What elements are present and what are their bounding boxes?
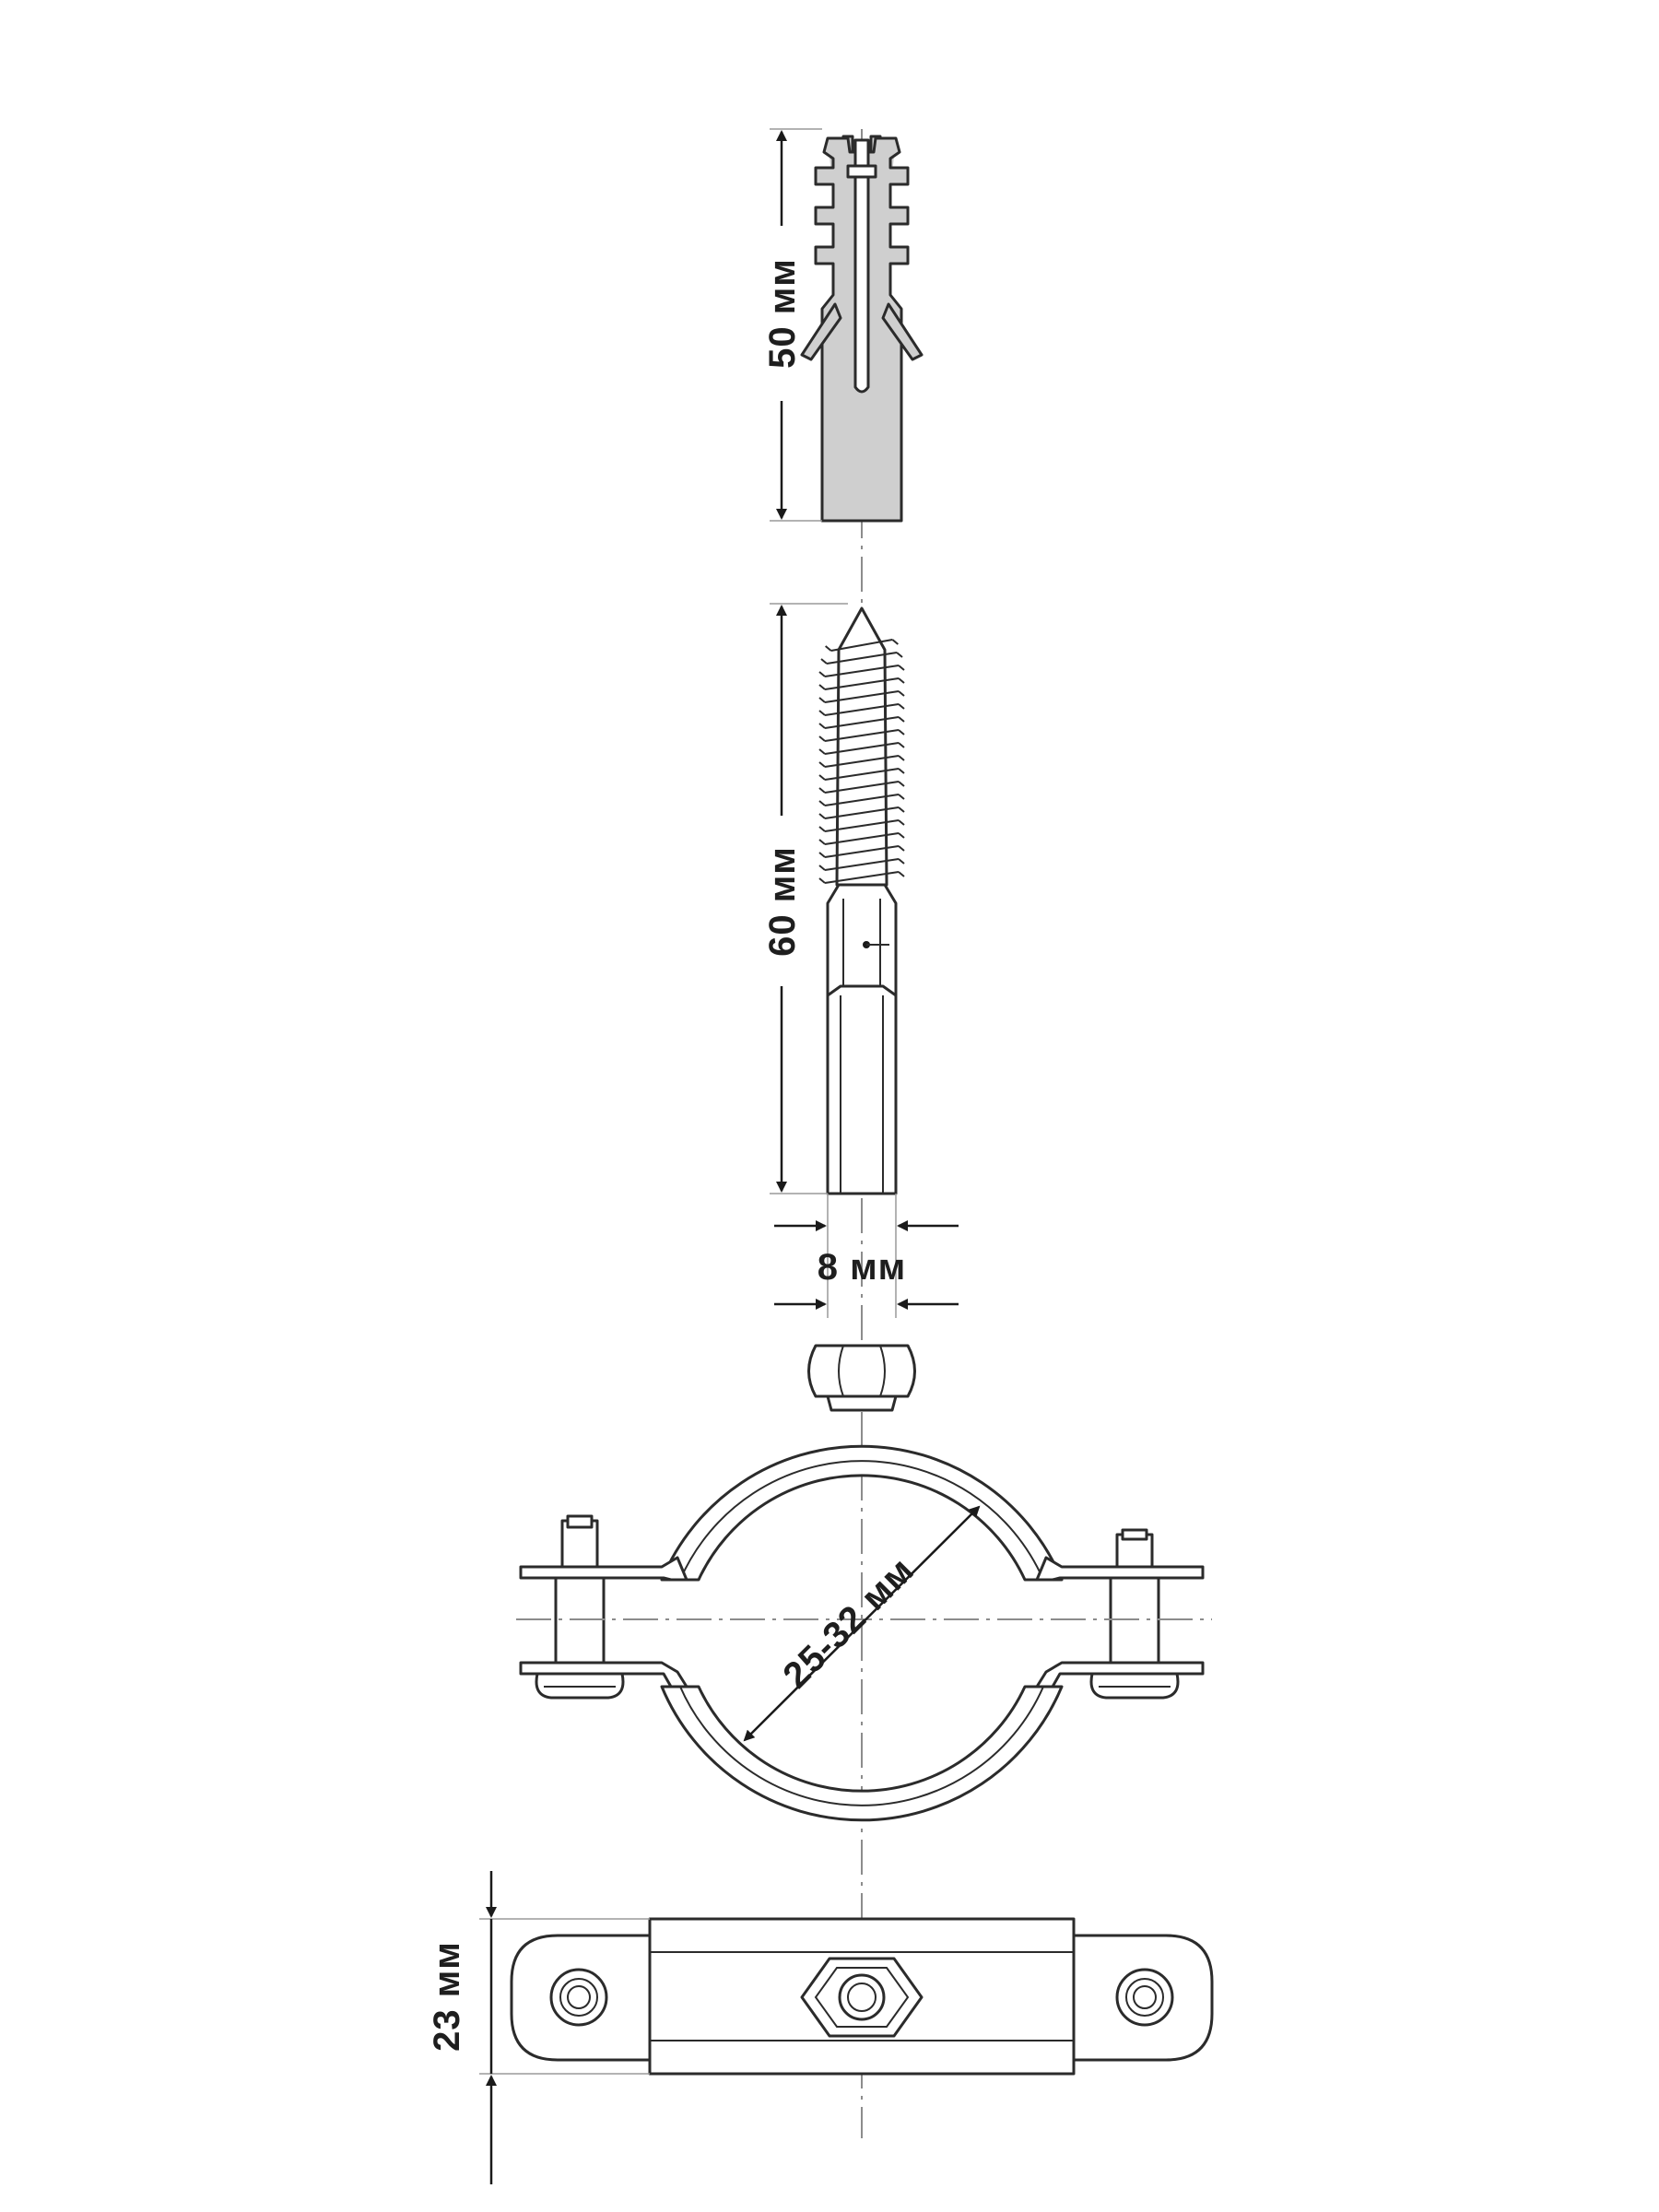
clamp-nut <box>807 1344 916 1412</box>
thread-ridge <box>826 652 898 665</box>
thread-ridge <box>824 665 900 677</box>
thread-edge <box>818 845 905 858</box>
thread-edge <box>818 742 905 755</box>
pipe-clamp-top: 23 мм <box>427 1871 1214 2184</box>
thread-ridge <box>824 819 900 832</box>
thread-ridge <box>824 677 900 690</box>
thread-edge <box>818 871 905 884</box>
thread-edge <box>818 832 905 845</box>
clamp-hole-left <box>549 1968 608 2027</box>
thread-edge <box>818 768 905 781</box>
thread-ridge <box>824 871 900 884</box>
pipe-clamp-front: 25-32 мм <box>516 1344 1212 1822</box>
thread-ridge <box>824 729 900 742</box>
thread-edge <box>818 677 905 690</box>
thread-edge <box>818 703 905 716</box>
clamp-screw-right <box>1089 1528 1180 1700</box>
thread-ridge <box>824 781 900 794</box>
thread-edge <box>818 716 905 729</box>
thread-edge <box>818 729 905 742</box>
thread-ridge <box>824 858 900 871</box>
thread-ridge <box>824 690 900 703</box>
thread-ridge <box>824 755 900 768</box>
thread-edge <box>818 665 905 677</box>
thread-ridge <box>824 768 900 781</box>
thread-edge <box>818 755 905 768</box>
thread-ridge <box>824 742 900 755</box>
clamp-range-dimension <box>743 1505 981 1742</box>
thread-edge <box>818 819 905 832</box>
thread-edge <box>818 858 905 871</box>
thread-ridge <box>830 639 893 652</box>
thread-ridge <box>824 832 900 845</box>
thread-ridge <box>824 806 900 819</box>
anchor-plug: 50 мм <box>762 128 924 523</box>
thread-ridge <box>824 845 900 858</box>
thread-edge <box>818 806 905 819</box>
bolt-diameter-label: 8 мм <box>818 1247 907 1288</box>
clamp-hole-right <box>1115 1968 1174 2027</box>
clamp-width-label: 23 мм <box>427 1941 467 2052</box>
hanger-bolt: 60 мм 8 мм <box>762 603 959 1318</box>
clamp-center-nut <box>800 1957 924 2038</box>
bolt-length-label: 60 мм <box>762 846 803 957</box>
thread-ridge <box>824 794 900 806</box>
thread-ridge <box>824 703 900 716</box>
thread-edge <box>818 794 905 806</box>
thread-edge <box>818 690 905 703</box>
bolt-thread <box>818 639 905 884</box>
thread-ridge <box>824 716 900 729</box>
thread-edge <box>820 652 903 665</box>
thread-edge <box>818 781 905 794</box>
plug-length-label: 50 мм <box>762 258 803 369</box>
thread-edge <box>825 639 899 652</box>
clamp-range-label: 25-32 мм <box>775 1549 922 1696</box>
